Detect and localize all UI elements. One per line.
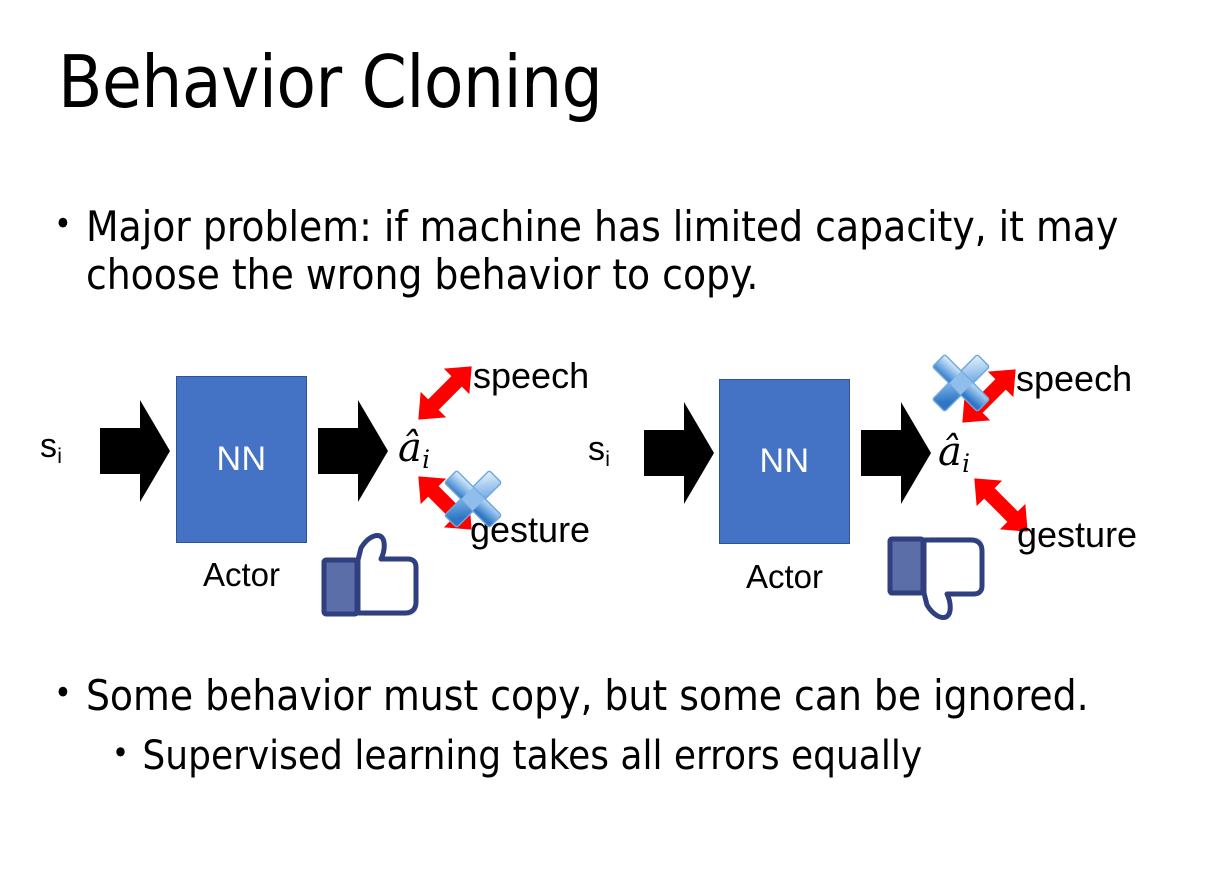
output-label-right-subscript: i — [962, 449, 971, 479]
bullet-lower-2: • Supervised learning takes all errors e… — [112, 733, 1162, 779]
input-label-right: si — [588, 430, 610, 471]
input-label-left-subscript: i — [57, 444, 62, 468]
output-label-left-subscript: i — [422, 445, 431, 475]
bullet-dot-icon: • — [54, 673, 72, 713]
input-label-right-subscript: i — [605, 447, 610, 471]
bullet-dot-icon: • — [112, 733, 129, 772]
thumbs-up-icon — [320, 532, 420, 624]
cross-out-right-speech-icon — [925, 347, 997, 419]
block-arrow-in-right-icon — [644, 400, 714, 506]
actor-caption-right: Actor — [745, 558, 824, 595]
output-label-right: âi — [938, 429, 970, 476]
page-title: Behavior Cloning — [58, 40, 603, 124]
branch-label-right-gesture: gesture — [1017, 514, 1138, 555]
nn-box-right-label: NN — [759, 442, 810, 480]
branch-arrow-left-speech-icon — [404, 352, 486, 434]
output-label-right-base: â — [938, 429, 962, 475]
bullet-lower-2-text: Supervised learning takes all errors equ… — [142, 733, 923, 779]
actor-caption-left: Actor — [202, 556, 281, 593]
output-label-left-base: â — [398, 425, 422, 471]
block-arrow-in-left-icon — [100, 398, 170, 504]
bullet-main: • Major problem: if machine has limited … — [54, 202, 1134, 300]
input-label-left: si — [40, 427, 62, 468]
branch-arrow-right-gesture-icon — [960, 464, 1042, 546]
branch-label-left-speech: speech — [473, 355, 590, 396]
bullet-lower-1: • Some behavior must copy, but some can … — [54, 671, 1164, 720]
cross-out-left-gesture-icon — [437, 463, 509, 535]
block-arrow-out-left-icon — [318, 398, 388, 504]
input-label-left-base: s — [40, 427, 57, 465]
input-label-right-base: s — [588, 430, 605, 468]
bullet-lower-1-text: Some behavior must copy, but some can be… — [85, 671, 1089, 720]
nn-box-right[interactable]: NN — [719, 379, 850, 544]
nn-box-left[interactable]: NN — [176, 376, 307, 543]
branch-label-right-speech: speech — [1016, 358, 1133, 399]
thumbs-down-icon — [886, 529, 986, 621]
bullet-dot-icon: • — [54, 204, 72, 244]
output-label-left: âi — [398, 425, 430, 472]
bullet-main-text: Major problem: if machine has limited ca… — [85, 202, 1119, 300]
block-arrow-out-right-icon — [861, 400, 931, 506]
nn-box-left-label: NN — [216, 440, 267, 478]
